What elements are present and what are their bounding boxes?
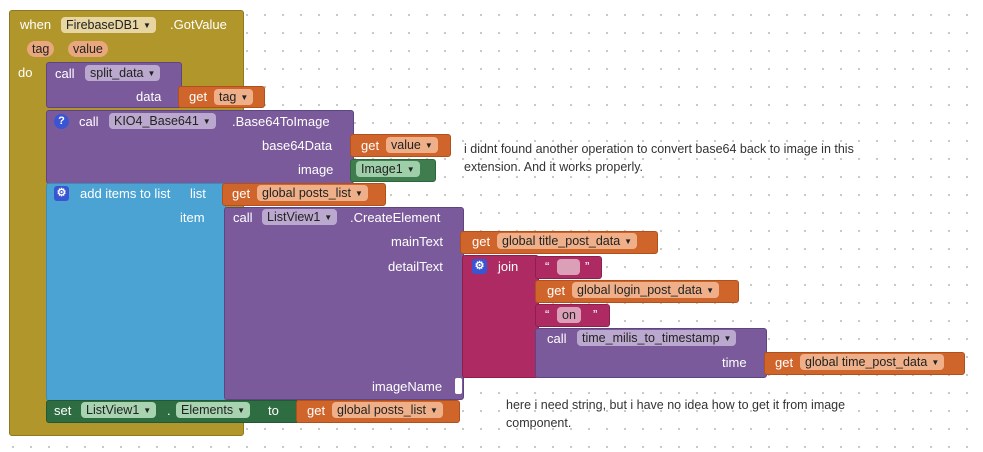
chevron-down-icon[interactable]: ▼ [723,334,732,343]
get-label: get [361,138,380,153]
quote-close: ” [585,259,590,274]
get-label: get [775,355,794,370]
get-tag-var: tag [219,90,237,104]
set-dot: . [167,403,171,418]
text-string-empty-value[interactable] [557,259,580,275]
chevron-down-icon[interactable]: ▼ [143,406,152,415]
base64-method-label: .Base64ToImage [232,114,330,129]
join-block[interactable] [462,255,539,378]
quote-open: “ [545,259,550,274]
list-arg-label: list [190,186,206,201]
event-when-label: when [20,17,52,32]
comment-note-2-line-2: component. [506,416,572,430]
posts-list-set-var: global posts_list [337,403,426,417]
get-time-post-dropdown[interactable]: global time_post_data▼ [800,354,945,370]
chevron-down-icon[interactable]: ▼ [406,165,415,174]
split-data-proc-dropdown[interactable]: split_data▼ [85,65,161,81]
chevron-down-icon[interactable]: ▼ [706,286,715,295]
call-label: call [55,66,75,81]
call-label: call [233,210,253,225]
time-milis-proc-dropdown[interactable]: time_milis_to_timestamp▼ [577,330,737,346]
get-value-dropdown[interactable]: value▼ [386,137,438,153]
event-do-label: do [18,65,33,80]
get-label: get [189,89,208,104]
kio4-component-dropdown[interactable]: KIO4_Base641▼ [109,113,216,129]
chevron-down-icon[interactable]: ▼ [202,117,211,126]
detailtext-arg-label: detailText [388,259,443,274]
set-label: set [54,403,72,418]
call-label: call [547,331,567,346]
time-arg-label: time [722,355,747,370]
time-milis-proc-name: time_milis_to_timestamp [582,331,720,345]
get-title-post-dropdown[interactable]: global title_post_data▼ [497,233,638,249]
split-data-proc-name: split_data [90,66,144,80]
kio4-component-name: KIO4_Base641 [114,114,199,128]
set-property-dropdown[interactable]: Elements▼ [176,402,251,418]
imagename-empty-socket[interactable] [455,378,462,394]
join-label: join [498,259,519,274]
chevron-down-icon[interactable]: ▼ [429,406,438,415]
chevron-down-icon[interactable]: ▼ [240,93,249,102]
text-string-on-value[interactable]: on [557,307,581,323]
gear-icon[interactable]: ⚙ [54,186,69,201]
event-param-value[interactable]: value [68,41,108,57]
chevron-down-icon[interactable]: ▼ [424,141,433,150]
add-items-to-list-block[interactable] [46,183,226,401]
get-login-post-dropdown[interactable]: global login_post_data▼ [572,282,720,298]
set-property-name: Elements [181,403,234,417]
posts-list-var: global posts_list [262,186,351,200]
comment-note-1: i didnt found another operation to conve… [464,140,854,176]
comment-note-2-line-1: here i need string, but i have no idea h… [506,398,846,412]
base64data-arg-label: base64Data [262,138,333,153]
get-label: get [307,403,326,418]
event-name-label: .GotValue [170,17,227,32]
get-posts-list-dropdown[interactable]: global posts_list▼ [257,185,368,201]
event-component-dropdown[interactable]: FirebaseDB1▼ [61,17,156,33]
chevron-down-icon[interactable]: ▼ [237,406,246,415]
login-post-var: global login_post_data [577,283,703,297]
get-label: get [547,283,566,298]
event-component-label: FirebaseDB1 [66,18,139,32]
call-create-element-block[interactable] [224,207,464,400]
chevron-down-icon[interactable]: ▼ [324,213,333,222]
comment-note-1-line-2: extension. And it works properly. [464,160,644,174]
get-label: get [472,234,491,249]
help-icon[interactable]: ? [54,114,69,129]
listview1-component-name: ListView1 [267,210,321,224]
imagename-arg-label: imageName [372,379,443,394]
add-items-label: add items to list [80,186,171,201]
get-label: get [232,186,251,201]
image1-component-dropdown[interactable]: Image1▼ [356,161,420,177]
image1-component-name: Image1 [361,162,403,176]
title-post-var: global title_post_data [502,234,621,248]
get-value-var: value [391,138,421,152]
maintext-arg-label: mainText [391,234,444,249]
chevron-down-icon[interactable]: ▼ [931,358,940,367]
event-param-tag[interactable]: tag [27,41,55,57]
chevron-down-icon[interactable]: ▼ [142,21,151,30]
chevron-down-icon[interactable]: ▼ [354,189,363,198]
comment-note-2: here i need string, but i have no idea h… [506,396,845,432]
set-component-name: ListView1 [86,403,140,417]
call-label: call [79,114,99,129]
set-component-dropdown[interactable]: ListView1▼ [81,402,157,418]
gear-icon[interactable]: ⚙ [472,259,487,274]
chevron-down-icon[interactable]: ▼ [147,69,156,78]
quote-close: ” [593,307,598,322]
chevron-down-icon[interactable]: ▼ [624,237,633,246]
set-to-label: to [268,403,279,418]
get-tag-dropdown[interactable]: tag▼ [214,89,254,105]
quote-open: “ [545,307,550,322]
split-data-arg-label: data [136,89,162,104]
comment-note-1-line-1: i didnt found another operation to conve… [464,142,854,156]
create-element-method-label: .CreateElement [350,210,441,225]
item-arg-label: item [180,210,205,225]
listview1-component-dropdown[interactable]: ListView1▼ [262,209,338,225]
time-post-var: global time_post_data [805,355,928,369]
get-posts-list-set-dropdown[interactable]: global posts_list▼ [332,402,443,418]
image-arg-label: image [298,162,334,177]
